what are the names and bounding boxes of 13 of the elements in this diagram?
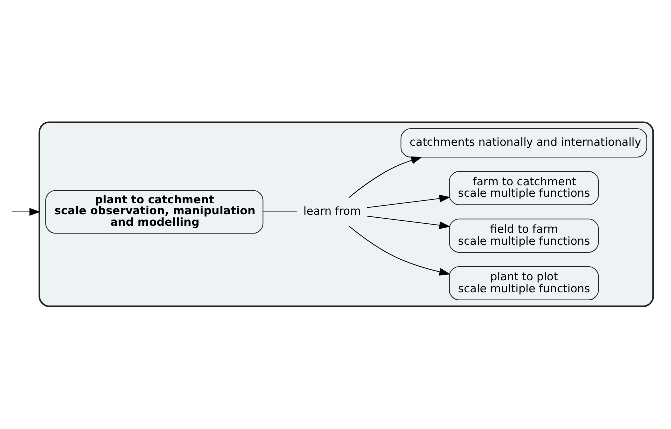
node-box: catchments nationally and internationally [400,128,648,158]
cluster [38,122,654,308]
node-box: field to farm scale multiple functions [449,218,600,253]
arrow [349,226,451,276]
node-box: farm to catchment scale multiple functions [449,171,600,206]
node-text: learn from [304,205,362,218]
connector [262,212,298,213]
node-box: plant to catchment scale observation, manipulation and modelling [46,190,264,234]
arrow [366,194,451,208]
arrow [12,208,41,216]
arrow [348,156,423,198]
node-box: plant to plot scale multiple functions [449,266,600,301]
arrow [366,216,451,230]
